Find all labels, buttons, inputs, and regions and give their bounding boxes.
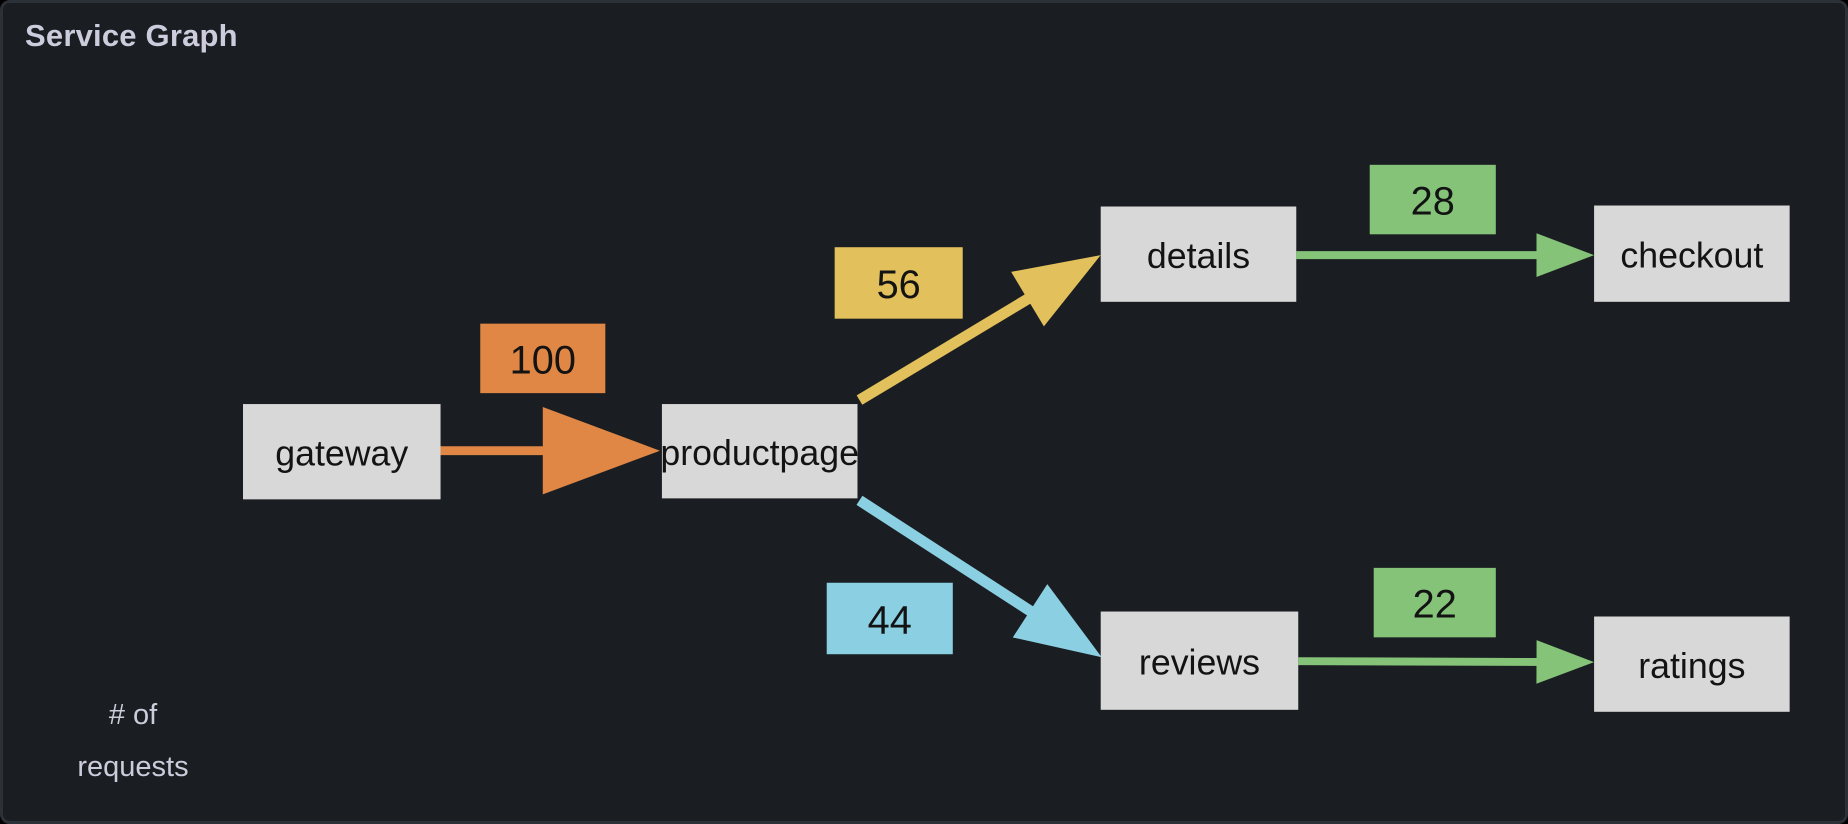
panel-title[interactable]: Service Graph bbox=[25, 18, 238, 53]
legend-line-1: # of bbox=[108, 699, 158, 731]
node-ratings[interactable]: ratings bbox=[1594, 616, 1790, 712]
edge-metric-legend: # of requests bbox=[31, 689, 235, 793]
edge-productpage-details[interactable]: 56 bbox=[834, 247, 1101, 405]
node-label: reviews bbox=[1139, 643, 1260, 683]
edge-reviews-ratings[interactable]: 22 bbox=[1298, 567, 1595, 684]
node-productpage[interactable]: productpage bbox=[660, 404, 859, 499]
edge-value-badge[interactable] bbox=[826, 582, 953, 655]
edge-arrowhead[interactable] bbox=[1011, 255, 1101, 327]
edge-productpage-reviews[interactable]: 44 bbox=[826, 495, 1102, 658]
legend-line-2: requests bbox=[77, 751, 189, 783]
edge-gateway-productpage[interactable]: 100 bbox=[440, 323, 660, 495]
node-box[interactable] bbox=[1594, 616, 1790, 712]
edge-value: 100 bbox=[510, 338, 576, 382]
edge-details-checkout[interactable]: 28 bbox=[1296, 164, 1595, 277]
edge-value: 56 bbox=[877, 263, 921, 307]
node-details[interactable]: details bbox=[1100, 206, 1297, 302]
edge-value: 22 bbox=[1413, 583, 1457, 627]
edge-line[interactable] bbox=[856, 495, 1051, 627]
node-box[interactable] bbox=[242, 404, 441, 500]
edge-arrowhead[interactable] bbox=[542, 407, 660, 495]
edge-arrowhead[interactable] bbox=[1012, 584, 1102, 658]
node-box[interactable] bbox=[661, 404, 858, 499]
edge-line[interactable] bbox=[1298, 657, 1551, 666]
node-box[interactable] bbox=[1594, 205, 1790, 302]
node-box[interactable] bbox=[1100, 206, 1297, 302]
node-box[interactable] bbox=[1100, 611, 1299, 710]
node-label: ratings bbox=[1638, 646, 1745, 686]
edge-arrowhead[interactable] bbox=[1536, 233, 1595, 277]
node-label: gateway bbox=[275, 434, 408, 474]
node-label: productpage bbox=[660, 433, 859, 473]
node-checkout[interactable]: checkout bbox=[1594, 205, 1790, 302]
node-reviews[interactable]: reviews bbox=[1100, 611, 1299, 710]
edge-value: 28 bbox=[1411, 180, 1455, 224]
node-label: details bbox=[1147, 236, 1250, 276]
service-graph-canvas: 100 56 44 28 22 gateway productpage details chec… bbox=[242, 164, 1790, 712]
node-label: checkout bbox=[1620, 236, 1763, 276]
edge-value-badge[interactable] bbox=[1369, 164, 1496, 235]
node-gateway[interactable]: gateway bbox=[242, 404, 441, 500]
edge-line[interactable] bbox=[856, 283, 1049, 405]
edge-value-badge[interactable] bbox=[834, 247, 963, 319]
edge-value-badge[interactable] bbox=[480, 323, 606, 394]
edge-arrowhead[interactable] bbox=[1536, 640, 1595, 684]
edge-value-badge[interactable] bbox=[1373, 567, 1496, 638]
edge-value: 44 bbox=[868, 598, 912, 642]
